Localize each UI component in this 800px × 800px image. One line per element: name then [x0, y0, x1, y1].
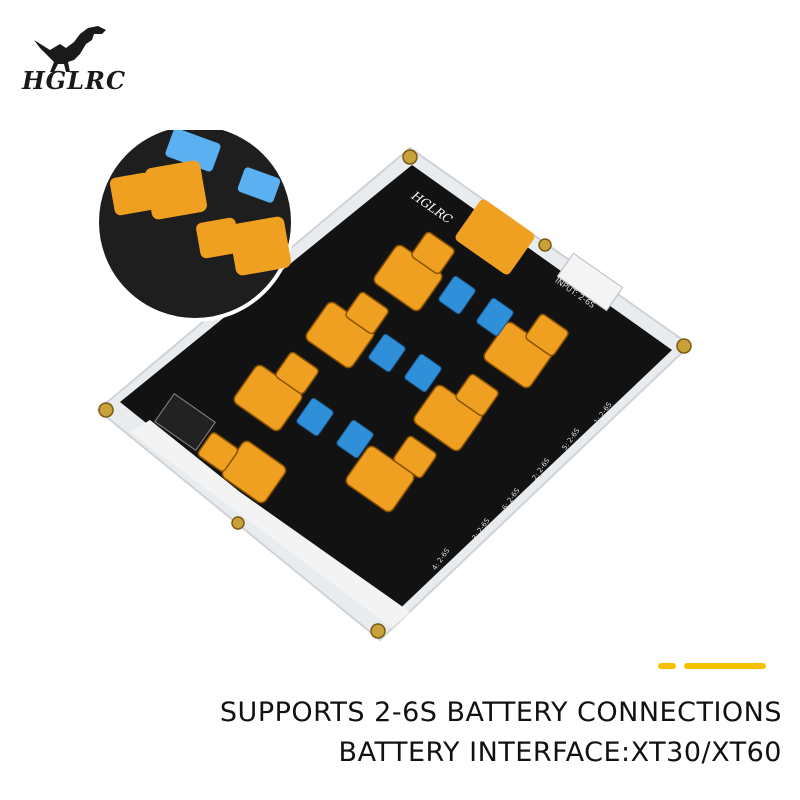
- brand-logo: [34, 26, 106, 72]
- caption-line-2: BATTERY INTERFACE:XT30/XT60: [338, 737, 782, 768]
- connector-pairs: [197, 231, 569, 513]
- blue-fuses: [296, 275, 514, 459]
- dinosaur-icon: [34, 26, 106, 72]
- voltage-display: [154, 393, 216, 451]
- accent-bar-short: [658, 663, 676, 669]
- brand-logo-text: HGLRC: [22, 66, 127, 95]
- balance-connector: [556, 252, 624, 312]
- product-photo: HGLRC INPUT: 2-6S 1: 2-6S 2: 2-6S 3: 2-6…: [95, 130, 692, 642]
- warning-label-area: [130, 420, 410, 628]
- input-xt60-connector: [455, 199, 535, 275]
- zoom-inset: [95, 130, 295, 322]
- accent-bar-long: [684, 663, 766, 669]
- screws: [98, 149, 692, 639]
- caption-line-1: SUPPORTS 2-6S BATTERY CONNECTIONS: [219, 697, 782, 728]
